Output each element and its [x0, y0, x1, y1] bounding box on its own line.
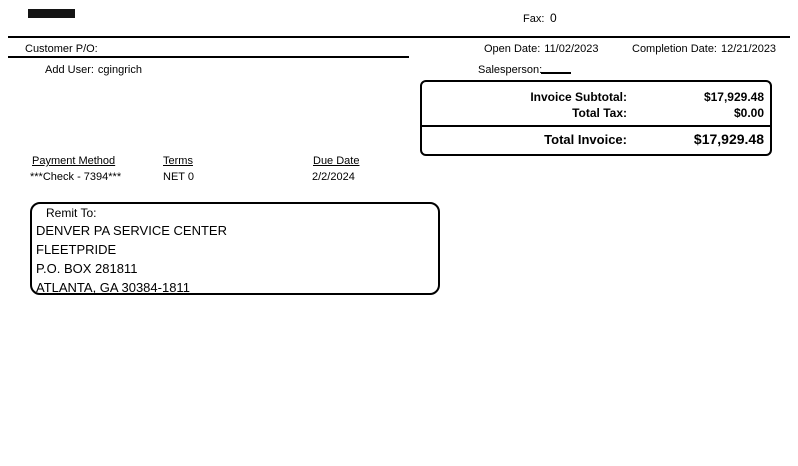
payment-method-value: ***Check - 7394*** [30, 171, 122, 183]
remit-address-line: P.O. BOX 281811 [36, 261, 138, 276]
fax-label: Fax: [523, 13, 545, 25]
total-invoice-label: Total Invoice: [544, 132, 627, 147]
terms-value: NET 0 [163, 171, 194, 183]
customer-po-divider-line [8, 56, 409, 58]
salesperson-blank-line [541, 72, 571, 74]
remit-to-label: Remit To: [46, 206, 97, 220]
add-user-value: cgingrich [97, 64, 142, 76]
remit-to-box [30, 202, 440, 295]
invoice-totals-box [420, 80, 772, 156]
salesperson-label: Salesperson: [478, 64, 543, 76]
total-tax-label: Total Tax: [572, 106, 627, 120]
due-date-value: 2/2/2024 [312, 171, 355, 183]
add-user: Add User:cgingrich [45, 64, 142, 77]
completion-date: Completion Date: 12/21/2023 [632, 43, 776, 56]
fax-value: 0 [550, 11, 557, 25]
remit-address-line: FLEETPRIDE [36, 242, 117, 257]
remit-address-line: ATLANTA, GA 30384-1811 [36, 280, 190, 295]
invoice-subtotal-value: $17,929.48 [703, 90, 764, 104]
total-tax-value: $0.00 [733, 106, 764, 120]
add-user-label: Add User: [45, 64, 94, 76]
open-date: Open Date:11/02/2023 [484, 43, 599, 56]
redacted-text [28, 9, 75, 18]
header-divider-line [8, 36, 790, 38]
open-date-value: 11/02/2023 [544, 43, 599, 55]
open-date-label: Open Date: [484, 43, 541, 55]
completion-date-value: 12/21/2023 [721, 43, 777, 55]
completion-date-label: Completion Date: [632, 43, 717, 55]
due-date-header: Due Date [313, 155, 360, 167]
remit-address-line: DENVER PA SERVICE CENTER [36, 223, 227, 238]
payment-method-header: Payment Method [32, 155, 116, 167]
invoice-subtotal-label: Invoice Subtotal: [530, 90, 627, 104]
terms-header: Terms [163, 155, 193, 167]
customer-po-label: Customer P/O: [25, 43, 98, 55]
totals-divider-line [422, 125, 770, 127]
remit-to-address: DENVER PA SERVICE CENTER FLEETPRIDE P.O.… [36, 221, 227, 297]
total-invoice-value: $17,929.48 [693, 131, 764, 147]
